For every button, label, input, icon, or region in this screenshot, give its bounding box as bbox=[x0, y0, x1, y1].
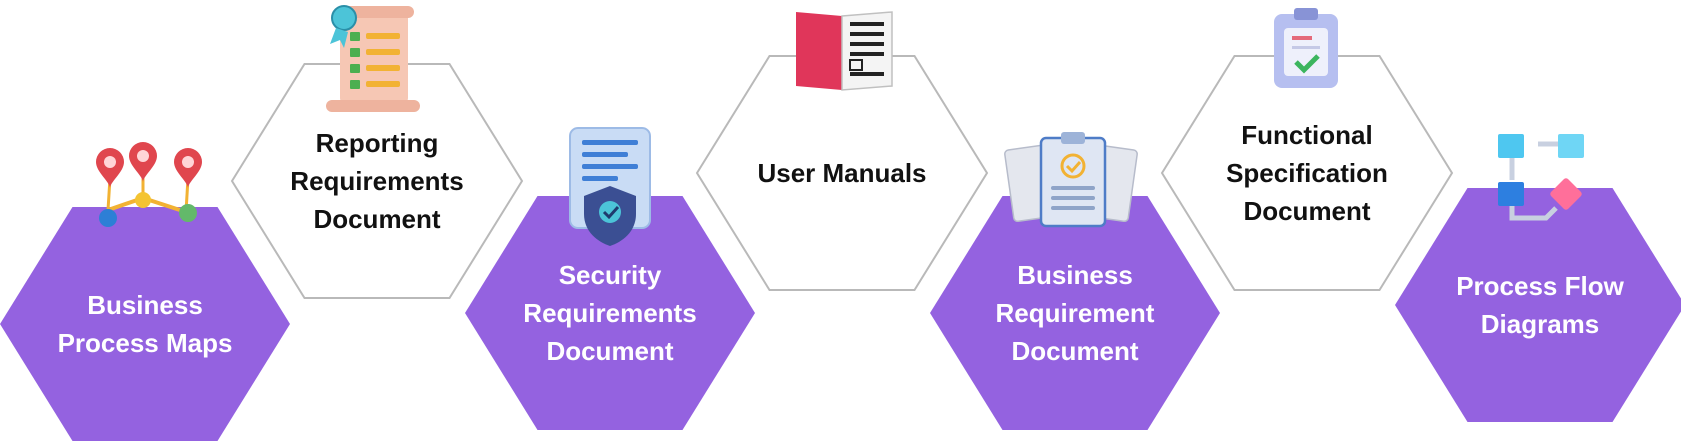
hexagon-3 bbox=[465, 196, 755, 430]
open-book-icon bbox=[796, 11, 893, 91]
checklist-scroll-icon bbox=[326, 5, 420, 112]
hexagon-4 bbox=[695, 55, 989, 291]
clipboard-check-icon bbox=[1274, 8, 1338, 88]
hexagon-6 bbox=[1160, 55, 1454, 291]
clipboard-documents-icon bbox=[1004, 132, 1138, 228]
map-pins-icon bbox=[96, 142, 202, 227]
shield-document-icon bbox=[569, 127, 651, 246]
hexagon-7 bbox=[1395, 188, 1681, 422]
hexagon-1 bbox=[0, 207, 290, 441]
hexagon-2 bbox=[230, 63, 524, 299]
flow-diagram-icon bbox=[1498, 134, 1584, 221]
hexagon-5 bbox=[930, 196, 1220, 430]
